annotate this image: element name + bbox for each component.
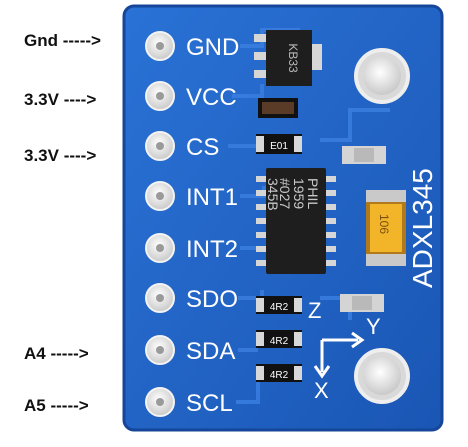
ic-package bbox=[266, 168, 326, 274]
accelerometer-chip: PHIL 1959 #027 345B bbox=[256, 168, 336, 274]
axis-x-label: X bbox=[314, 378, 329, 403]
capacitor-marking: 106 bbox=[377, 214, 391, 234]
pin-label-cs: CS bbox=[186, 134, 219, 161]
pin-label-sdo: SDO bbox=[186, 286, 238, 313]
resistor-3 bbox=[256, 364, 302, 382]
pin-label-int1: INT1 bbox=[186, 184, 238, 211]
pin-pads bbox=[145, 31, 175, 417]
resistor-1 bbox=[256, 296, 302, 314]
chip-line-2: 1959 bbox=[291, 178, 307, 209]
annotation-cs: 3.3V ----> bbox=[24, 146, 97, 165]
regulator-chip bbox=[266, 30, 312, 86]
chip-line-4: 345B bbox=[265, 178, 281, 211]
pin-label-sda: SDA bbox=[186, 338, 235, 365]
chip-line-3: #027 bbox=[277, 178, 293, 209]
axis-z-label: Z bbox=[308, 298, 321, 323]
voltage-regulator: KB33 bbox=[254, 30, 322, 86]
pin-label-scl: SCL bbox=[186, 390, 233, 417]
resistor-3-marking: 4R2 bbox=[270, 370, 289, 381]
annotation-sda: A4 -----> bbox=[24, 344, 89, 363]
chip-line-1: PHIL bbox=[305, 178, 321, 209]
component-e01 bbox=[256, 134, 302, 154]
resistor-2 bbox=[256, 330, 302, 348]
small-components: E01 4R2 4R2 4R2 bbox=[256, 98, 386, 382]
pin-label-int2: INT2 bbox=[186, 236, 238, 263]
resistor-1-marking: 4R2 bbox=[270, 302, 289, 313]
resistor-2-marking: 4R2 bbox=[270, 336, 289, 347]
e01-marking: E01 bbox=[270, 141, 288, 152]
tantalum-capacitor: 106 bbox=[366, 190, 406, 266]
annotation-scl: A5 -----> bbox=[24, 396, 89, 415]
axis-indicator bbox=[313, 331, 365, 379]
annotation-vcc: 3.3V ----> bbox=[24, 90, 97, 109]
annotation-gnd: Gnd -----> bbox=[24, 31, 101, 50]
pin-labels: GND VCC CS INT1 INT2 SDO SDA SCL bbox=[186, 34, 239, 417]
board-name: ADXL345 bbox=[407, 168, 438, 288]
pin-label-vcc: VCC bbox=[186, 84, 237, 111]
pin-label-gnd: GND bbox=[186, 34, 239, 61]
regulator-marking: KB33 bbox=[286, 43, 300, 73]
axis-y-label: Y bbox=[366, 314, 381, 339]
